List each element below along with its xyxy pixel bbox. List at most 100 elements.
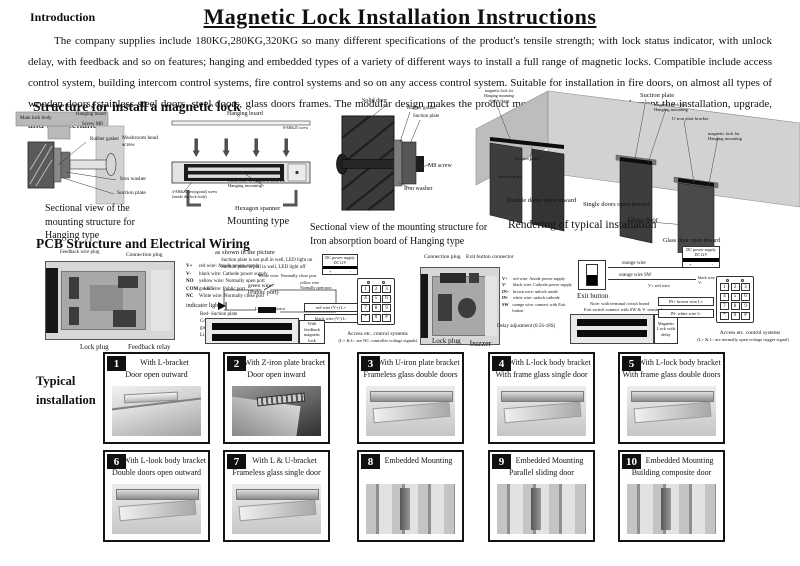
hexagon-spanner-label: Hexagon spanner [235, 205, 281, 212]
wiring-note2: Suction plate is pull in well, LED light… [221, 265, 306, 270]
panel-title: Embedded Mounting [515, 456, 584, 465]
panel-illustration [112, 484, 201, 534]
terminal-note2: Exit switch connect with SW & V- termina… [584, 307, 663, 312]
keypad-key: 3 [382, 285, 391, 293]
panel-number: 10 [622, 454, 641, 469]
keypad-key: * [361, 313, 370, 322]
limiting-resistor-label: Limiting resistor [255, 306, 286, 311]
orange-wire-label: orange wire [622, 261, 646, 266]
dc-label: DC power supply [686, 247, 716, 252]
dc-voltage: DC12V [333, 260, 347, 266]
connection-plug-label: Connection plug [126, 252, 163, 258]
panel-number: 6 [107, 454, 126, 469]
hanging-type-caption: Sectional view of the mounting structure… [45, 203, 135, 241]
lock-plug-right-label: Lock plug [432, 337, 461, 345]
keypad-key: 9 [741, 302, 750, 310]
legend-code: V+ [186, 264, 193, 269]
page-title: Magnetic Lock Installation Instructions [203, 4, 597, 29]
mounting-type-caption: Mounting type [227, 216, 290, 227]
panel-number: 4 [492, 356, 511, 371]
panel-illustration [232, 484, 321, 534]
keypad-key: 0 [371, 313, 381, 322]
solid-door-label: Solid door [362, 98, 388, 104]
mounting-type-diagram [171, 120, 311, 207]
rendering-suction-plate-left-label: Suction plate [498, 174, 522, 179]
glass-door-open-inward-label: Glass door open inward [663, 238, 721, 244]
keypad-key: 4 [361, 294, 370, 303]
legend-desc: orange wire: connect with Exit button [512, 301, 566, 314]
as-shown-label: as shown in the picture [215, 249, 275, 256]
iron-washer-label: Iron washer [120, 176, 147, 182]
delay-maglock [570, 314, 654, 344]
legend-desc: White wire: Normally close port [199, 294, 264, 299]
door-suction-plate-label: Suction plate [413, 114, 440, 119]
hanging-board-label: Hanging board [76, 112, 106, 117]
panel-illustration [627, 484, 716, 534]
delay-adjustment-label: Delay adjustment (0.5S-18S) [497, 324, 556, 329]
mount-lock-body-label: Lock body of magnetic lock for Hanging m… [228, 178, 286, 189]
keypad-key: 3 [741, 283, 750, 291]
panel-illustration [232, 386, 321, 436]
v-plus-red-wire-label: V+ red wire [648, 283, 670, 288]
in-minus-strip: IN- white wire L- [658, 309, 714, 318]
legend-desc: black wire: Cathode power supply [513, 282, 572, 288]
glass-door-label: Glass door [628, 216, 659, 224]
legend-code: COM [186, 286, 199, 292]
pcb-section-heading: PCB Structure and Electrical Wiring [36, 236, 250, 251]
keypad-key: 0 [730, 311, 740, 320]
panel-number: 8 [361, 454, 380, 469]
panel-number: 2 [227, 356, 246, 371]
legend-desc: black wire: Cathode power supply [199, 271, 268, 277]
access-systems-label-1: Access etc. control systems [347, 331, 408, 337]
keypad-key: 9 [382, 304, 391, 312]
solid-door-diagram [336, 103, 431, 211]
typical-heading-line1: Typical [36, 374, 76, 388]
legend-code: V+ [502, 276, 508, 281]
dc-label: DC power supply [325, 255, 355, 260]
public-port-label: (Public port) [248, 290, 279, 296]
keypad-key: 8 [730, 302, 740, 310]
access-systems-label-2: Access etc. control systems [719, 330, 781, 336]
dc-voltage: DC12V [694, 252, 708, 258]
keypad-key: 7 [720, 302, 729, 310]
u-iron-plate-bracket-label: U-iron plate bracket [672, 116, 709, 121]
feedback-relay-label: Feedback relay [128, 343, 171, 351]
panel-subtitle: Parallel sliding door [509, 467, 574, 477]
keypad-key: * [720, 311, 729, 320]
panel-illustration [112, 386, 201, 436]
keypad-key: 2 [730, 283, 740, 291]
m8-screw-label: M8 screw [428, 163, 452, 169]
intro-paragraph: The company supplies include 180KG,280KG… [28, 35, 772, 131]
mount-hex-screw-label: 4-M6h20 hex(agonal) screw (inside the lo… [172, 189, 218, 199]
indicator-line1: Red- Suction plate [200, 312, 238, 317]
lock-plug-label: Lock plug [80, 343, 109, 351]
legend-code: IN- [502, 295, 509, 301]
legend-code: V- [186, 271, 191, 277]
panel-title: With L-look body bracket [123, 456, 206, 465]
panel-illustration [627, 386, 716, 436]
keypad-key: 5 [730, 292, 740, 301]
legend-code: NC [186, 294, 194, 299]
panel-illustration [366, 386, 455, 436]
legend-desc: white wire: unlock cathode [513, 295, 560, 301]
legend-code: NO [186, 279, 194, 284]
mount-hanging-board-label: Hanging board [227, 111, 263, 117]
delay-maglock-tag: Magnetic Lock with delay [654, 314, 678, 344]
panel-title: With L-lock body bracket [638, 358, 721, 367]
in-plus-strip: IN+ brown wire L+ [658, 297, 714, 306]
panel-subtitle: Building composite door [631, 467, 712, 477]
suction-plate-label: Suction plate [117, 190, 146, 196]
feedback-maglock [205, 318, 299, 344]
panel-title: With L & U-bracket [252, 456, 317, 465]
maglock-double-doors-label: magnetic lock for Hanging mounting doubl… [483, 88, 515, 103]
indicator-light-title: indicator light: [186, 303, 222, 309]
exit-button [578, 260, 606, 290]
wire-legend-left: V+red wire: Anode power supply V-black w… [186, 263, 304, 301]
